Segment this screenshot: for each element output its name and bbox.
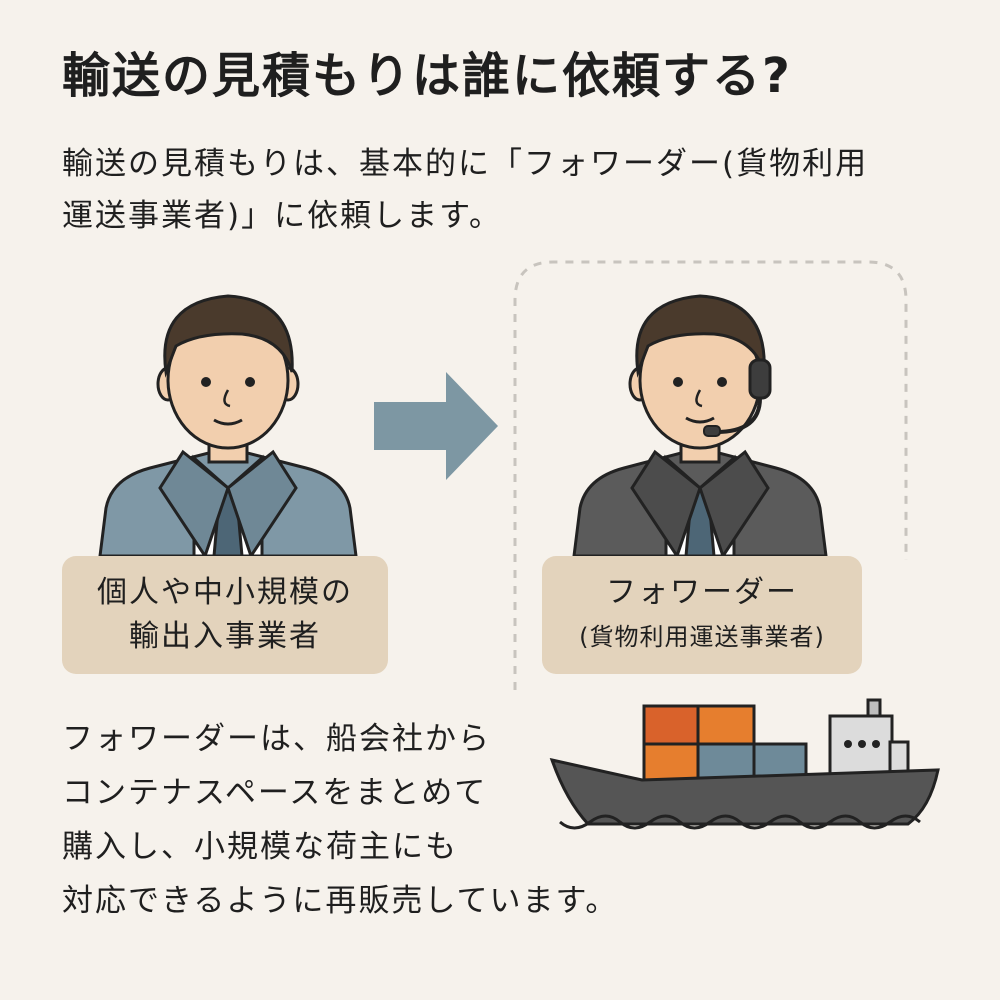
forwarder-label-box: フォワーダー (貨物利用運送事業者) (542, 556, 862, 674)
explanation-line: コンテナスペースをまとめて (62, 775, 488, 811)
importer-label-box: 個人や中小規模の 輸出入事業者 (62, 556, 388, 674)
headset-businessman-icon (572, 294, 828, 560)
arrow-right-icon (374, 372, 498, 480)
forwarder-label-line1: フォワーダー (606, 575, 798, 610)
explanation-line: フォワーダーは、船会社から (62, 721, 491, 757)
importer-label-line1: 個人や中小規模の (97, 575, 353, 610)
importer-label-line2: 輸出入事業者 (129, 619, 321, 654)
intro-text: 輸送の見積もりは、基本的に「フォワーダー(貨物利用 運送事業者)」に依頼します。 (62, 138, 962, 242)
intro-line: 輸送の見積もりは、基本的に「フォワーダー(貨物利用 (62, 146, 869, 182)
forwarder-dashed-frame (513, 260, 908, 690)
explanation-line: 購入し、小規模な荷主にも (62, 829, 458, 865)
container-ship-icon (549, 698, 940, 830)
forwarder-label-line2: (貨物利用運送事業者) (579, 623, 825, 651)
businessman-icon (98, 294, 358, 560)
intro-line: 運送事業者)」に依頼します。 (62, 198, 502, 234)
explanation-text: フォワーダーは、船会社から コンテナスペースをまとめて 購入し、小規模な荷主にも… (62, 712, 622, 928)
page-title: 輸送の見積もりは誰に依頼する? (62, 48, 792, 104)
explanation-line: 対応できるように再販売しています。 (62, 883, 619, 919)
